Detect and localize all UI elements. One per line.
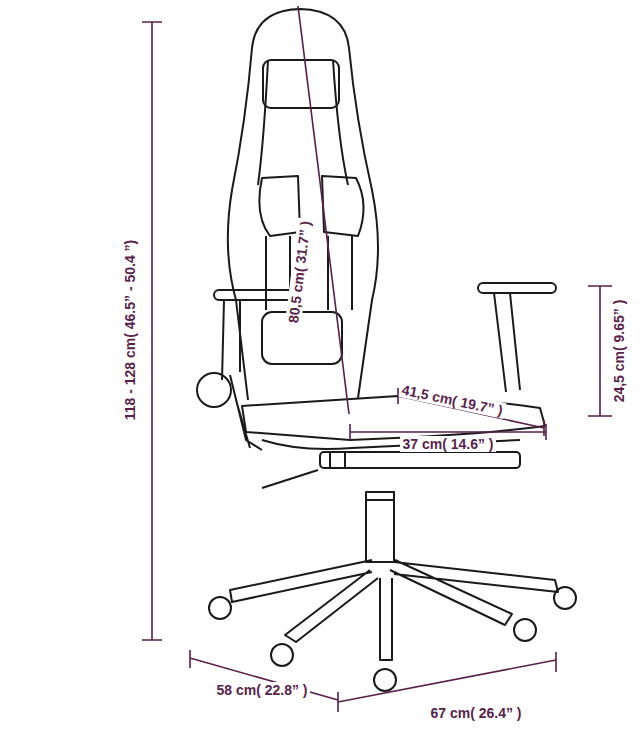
wheel (554, 587, 576, 609)
side-mechanism (230, 375, 262, 450)
wheel (374, 669, 396, 691)
wheel (209, 597, 231, 619)
dimension-label: 67 cm( 26.4” ) (428, 705, 523, 721)
chair-outline (197, 9, 576, 691)
dimension-line (298, 6, 349, 414)
backrest-inner (258, 60, 348, 185)
wheel (514, 619, 536, 641)
armrest-pad (214, 290, 294, 300)
footrest-rail (330, 452, 345, 468)
dimension-label: 24,5 cm( 9.65” ) (611, 298, 627, 405)
dimension-label: 58 cm( 22.8” ) (214, 682, 309, 698)
lumbar-pillow (262, 312, 342, 364)
armrest-post (494, 293, 520, 392)
dimension-lines (142, 6, 612, 712)
shoulder-cutout (259, 176, 300, 236)
backrest (228, 48, 378, 400)
shoulder-cutout (322, 176, 364, 236)
gas-lift (366, 492, 394, 562)
dimension-label: 41,5 cm( 19.7” ) (398, 381, 506, 419)
armrest-post (222, 300, 240, 380)
wheel (271, 644, 293, 666)
base-cover (366, 492, 394, 500)
head-pillow (263, 60, 339, 108)
armrest-pad (478, 283, 556, 293)
dimension-line (588, 286, 612, 416)
dimension-line (190, 650, 338, 712)
lift-lever (262, 470, 318, 488)
dimension-line (338, 652, 556, 702)
footrest (320, 452, 520, 468)
dimension-line (142, 22, 162, 640)
dimension-label: 118 - 128 cm( 46.5” - 50.4 ”) (122, 238, 138, 423)
recline-knob (197, 373, 231, 407)
dimension-label: 37 cm( 14.6” ) (400, 436, 495, 452)
